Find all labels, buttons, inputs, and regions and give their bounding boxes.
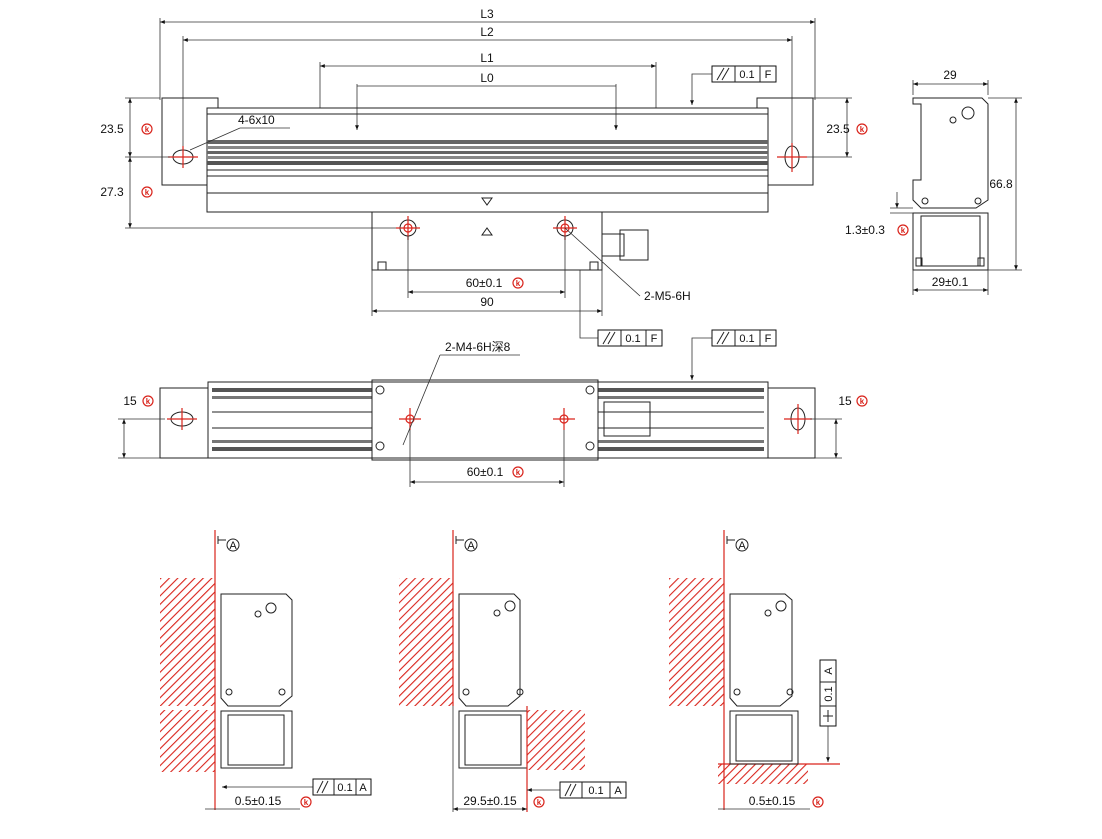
k-mark-6: k [142, 395, 154, 407]
dim-left-bottom: 27.3 [100, 185, 124, 199]
svg-text:k: k [146, 397, 151, 406]
svg-text:k: k [860, 397, 865, 406]
mount3-datum: A [738, 540, 746, 552]
tol-mid-datum: F [651, 333, 658, 345]
mount3-perp-frame: 0.1 A [819, 659, 837, 762]
side-view: 29 66.8 1.3±0.3 k 29±0.1 [845, 68, 1022, 295]
mount3-wall-hatch [669, 578, 724, 706]
mount2-wall-hatch [399, 578, 453, 706]
mount2-dim: 29.5±0.15 [463, 794, 517, 808]
svg-text:k: k [901, 226, 906, 235]
k-mark-8: k [512, 466, 524, 478]
tol-topview-value: 0.1 [739, 333, 754, 345]
tol-mid-value: 0.1 [625, 333, 640, 345]
k-mark-7: k [856, 395, 868, 407]
mount1-datum: A [229, 540, 237, 552]
svg-text:k: k [860, 125, 865, 134]
dim-left-top: 23.5 [100, 122, 124, 136]
screw-callout: 2-M5-6H [644, 289, 691, 303]
top-dim-center: 60±0.1 [467, 465, 504, 479]
mount1-tol-value: 0.1 [337, 782, 352, 794]
dim-head-width: 90 [480, 295, 494, 309]
svg-text:k: k [145, 125, 150, 134]
scale-body [206, 107, 769, 213]
side-dim-gap: 1.3±0.3 [845, 223, 885, 237]
svg-text:k: k [304, 798, 309, 807]
k-mark-1: k [141, 123, 153, 135]
hole-callout: 4-6x10 [238, 113, 275, 127]
mount3-tol-datum: A [823, 667, 835, 675]
k-mark-9: k [300, 796, 312, 808]
svg-text:k: k [145, 188, 150, 197]
front-view: L3 L2 L1 L0 [100, 7, 868, 347]
dim-l2-label: L2 [480, 25, 494, 39]
dim-right-top: 23.5 [826, 122, 850, 136]
dim-l3-label: L3 [480, 7, 494, 21]
top-scale-body [207, 381, 769, 459]
top-dim-left: 15 [123, 394, 137, 408]
top-view: 2-M4-6H深8 0.1 F 15 k 15 k 60±0.1 k [118, 329, 868, 487]
k-mark-3: k [856, 123, 868, 135]
k-mark-2: k [141, 186, 153, 198]
side-dim-bottom: 29±0.1 [932, 275, 969, 289]
reference-triangle-up [481, 227, 493, 236]
mount1-wall-hatch [160, 578, 215, 706]
mount2-datum: A [467, 540, 475, 552]
mount2-tol-value: 0.1 [588, 785, 603, 797]
mount1-tol-datum: A [359, 782, 367, 794]
svg-text:k: k [537, 798, 542, 807]
top-screw-callout: 2-M4-6H深8 [445, 340, 511, 354]
k-mark-10: k [533, 796, 545, 808]
mount-view-1: A 0.1 A 0.5±0.15 k [160, 530, 372, 810]
tol-top-datum: F [765, 69, 772, 81]
dim-l1-label: L1 [480, 51, 494, 65]
side-profile [912, 97, 989, 209]
tolerance-frame-top-view: 0.1 F [690, 329, 777, 380]
mount1-dim: 0.5±0.15 [235, 794, 282, 808]
reference-triangle-down [481, 197, 493, 206]
k-mark-4: k [512, 277, 524, 289]
mount-view-3: A 0.1 A 0.5±0.15 k [669, 530, 840, 810]
top-reading-head [371, 379, 599, 461]
k-mark-5: k [897, 224, 909, 236]
top-left-bracket [159, 387, 209, 459]
mount2-tol-datum: A [614, 785, 622, 797]
dim-l0-label: L0 [480, 71, 494, 85]
side-reading-head [912, 212, 989, 271]
tolerance-frame-mid: 0.1 F [579, 270, 663, 347]
head-cable-connector [619, 229, 649, 261]
mount-view-2: A 0.1 A 29.5±0.15 k [399, 530, 627, 812]
dim-head-center: 60±0.1 [466, 276, 503, 290]
mount3-tol-value: 0.1 [823, 686, 835, 701]
tol-top-value: 0.1 [739, 69, 754, 81]
tol-topview-datum: F [765, 333, 772, 345]
svg-text:k: k [516, 468, 521, 477]
svg-text:k: k [816, 798, 821, 807]
mount3-dim: 0.5±0.15 [749, 794, 796, 808]
mount3-floor-hatch [718, 764, 808, 784]
top-cable-connector [603, 401, 651, 437]
top-dim-right: 15 [838, 394, 852, 408]
mount2-base-hatch [527, 710, 585, 770]
side-dim-height: 66.8 [989, 177, 1013, 191]
side-dim-top: 29 [943, 68, 957, 82]
k-mark-11: k [812, 796, 824, 808]
tolerance-frame-top: 0.1 F [690, 65, 777, 105]
svg-text:k: k [516, 279, 521, 288]
